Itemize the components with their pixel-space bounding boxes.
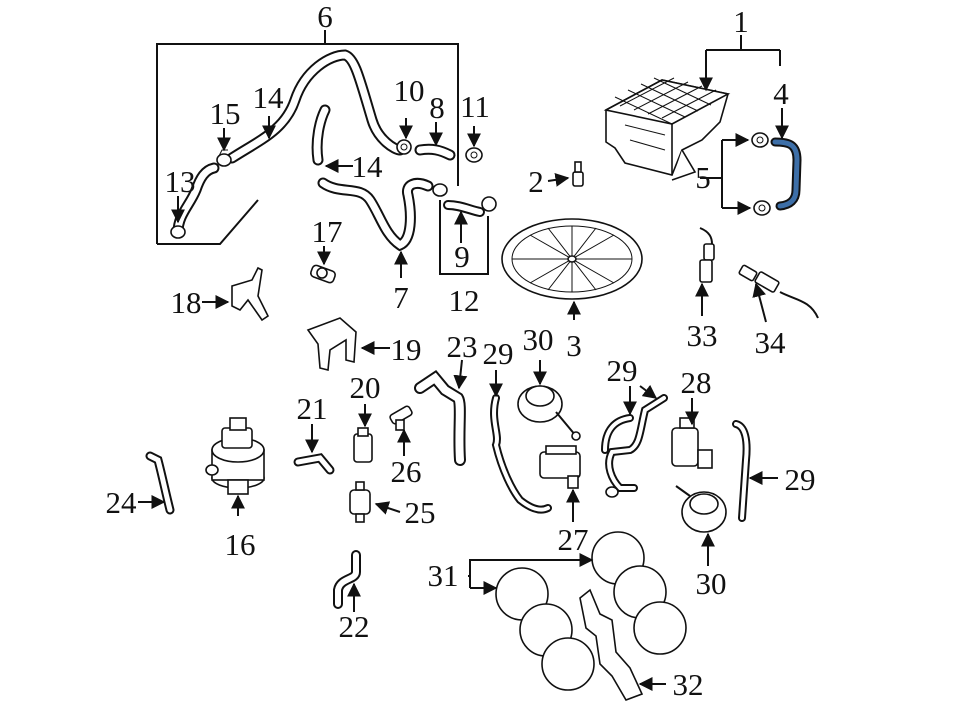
clamp-11 — [465, 147, 483, 163]
clamp-10 — [396, 139, 412, 155]
callout-25: 25 — [405, 495, 436, 530]
callout-20: 20 — [350, 370, 381, 405]
callout-18: 18 — [171, 285, 202, 320]
hose-22 — [333, 550, 361, 609]
actuator-30-lower — [675, 485, 727, 533]
clamp-5-lower — [753, 200, 771, 216]
hose-9 — [432, 183, 497, 217]
callout-31: 31 — [428, 558, 459, 593]
callout-9: 9 — [454, 239, 470, 274]
valve-26 — [389, 405, 413, 431]
o2-sensor-34 — [738, 264, 819, 319]
callout-7: 7 — [393, 280, 409, 315]
callout-16: 16 — [225, 527, 256, 562]
callout-3: 3 — [566, 328, 582, 363]
callout-4: 4 — [773, 76, 789, 111]
callout-29-left: 29 — [483, 336, 514, 371]
vacuum-line-29-left — [490, 394, 552, 514]
callout-30-lower: 30 — [696, 566, 727, 601]
hose-23 — [414, 370, 466, 466]
solenoid-28 — [671, 417, 713, 469]
hose-14-upper — [226, 49, 406, 164]
filter-25 — [349, 481, 371, 523]
callout-6: 6 — [317, 0, 333, 34]
callout-34: 34 — [755, 325, 787, 360]
tee-21 — [293, 453, 335, 475]
callout-14-upper: 14 — [253, 80, 285, 115]
callout-1: 1 — [733, 4, 749, 39]
callout-8: 8 — [429, 90, 445, 125]
plate-3 — [501, 218, 643, 300]
valve-20 — [353, 427, 373, 463]
bracket-19 — [306, 317, 357, 372]
callout-11: 11 — [460, 89, 490, 124]
group-6-bracket — [156, 30, 459, 245]
callout-5: 5 — [695, 160, 711, 195]
vacuum-line-29-right — [732, 420, 751, 522]
callout-30-upper: 30 — [523, 322, 554, 357]
callout-29-mid: 29 — [607, 353, 638, 388]
o2-sensor-33 — [699, 227, 715, 283]
leader-arrows — [138, 108, 789, 691]
hose-4 — [770, 137, 802, 211]
canister-balls-31 — [495, 531, 687, 691]
valve-17 — [309, 264, 337, 284]
bracket-32 — [579, 588, 644, 701]
callout-21: 21 — [297, 391, 328, 426]
callout-29-right: 29 — [785, 462, 816, 497]
callout-19: 19 — [391, 332, 422, 367]
callout-24: 24 — [106, 485, 138, 520]
bracket-5 — [721, 133, 752, 215]
callout-23: 23 — [447, 329, 478, 364]
callout-17: 17 — [312, 214, 343, 249]
callout-28: 28 — [681, 365, 712, 400]
callout-10: 10 — [394, 73, 425, 108]
callout-26: 26 — [391, 454, 422, 489]
hose-8 — [414, 143, 456, 161]
callout-13: 13 — [165, 164, 196, 199]
callout-12: 12 — [449, 283, 480, 318]
callout-33: 33 — [687, 318, 718, 353]
sensor-2 — [572, 161, 584, 187]
actuator-30-upper — [517, 385, 581, 441]
callout-2: 2 — [528, 164, 544, 199]
callout-22: 22 — [339, 609, 370, 644]
vacuum-line-29-mid — [601, 394, 668, 498]
clamp-15 — [216, 149, 232, 167]
callout-labels: 1 2 3 4 5 6 7 8 9 10 11 12 13 14 14 15 1… — [106, 0, 816, 702]
callout-32: 32 — [673, 667, 704, 702]
hose-14-lower — [311, 104, 331, 166]
pump-16 — [205, 417, 265, 495]
canister-1 — [603, 77, 731, 181]
callout-27: 27 — [558, 522, 589, 557]
solenoid-27 — [539, 445, 581, 489]
bracket-1 — [699, 35, 781, 92]
callout-15: 15 — [210, 96, 241, 131]
clamp-5-upper — [751, 132, 769, 148]
hose-24 — [145, 451, 175, 515]
callout-14-lower: 14 — [352, 149, 384, 184]
bracket-18 — [231, 266, 270, 322]
hose-7 — [317, 177, 434, 252]
